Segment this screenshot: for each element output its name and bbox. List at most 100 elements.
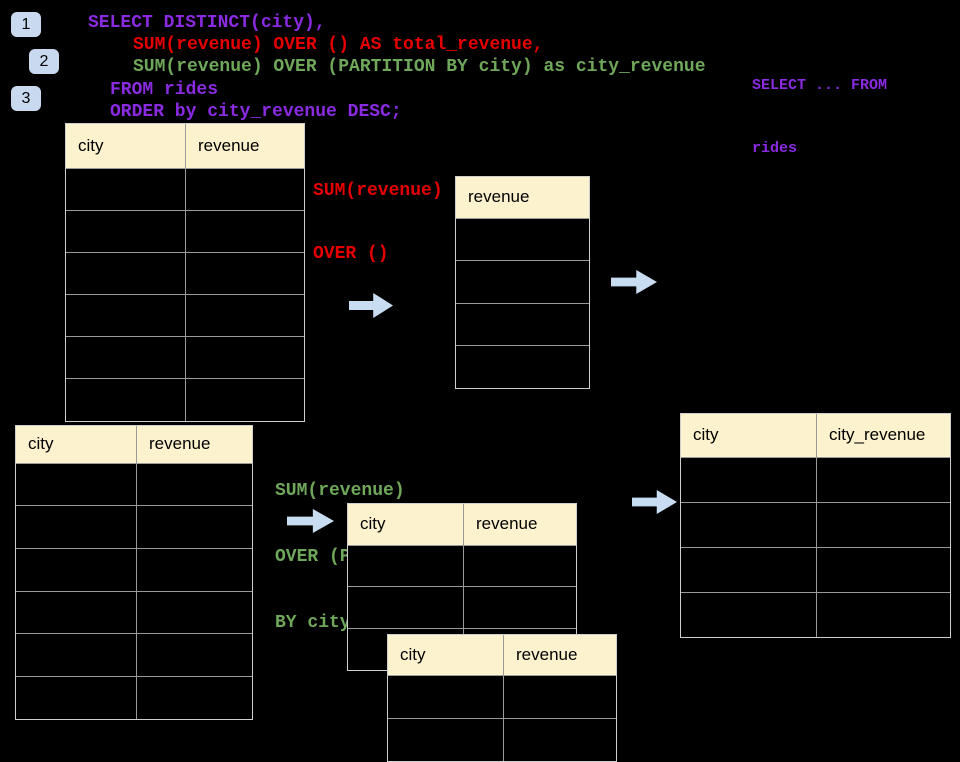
table-cell-empty [137, 506, 252, 548]
table-row [16, 547, 252, 591]
arrow-right-icon [611, 270, 657, 294]
table-cell-empty [456, 304, 589, 346]
table-row [388, 674, 616, 718]
annotation-line: SUM(revenue) [275, 481, 405, 501]
annotation-sum-over-empty: SUM(revenue) OVER () [313, 139, 443, 286]
table-row [16, 505, 252, 548]
column-header-city: city [16, 426, 137, 463]
table-cell-empty [186, 295, 304, 336]
sql-line-order-by: ORDER by city_revenue DESC; [110, 102, 402, 122]
table-cell-empty [66, 210, 186, 252]
table-cell-empty [186, 379, 304, 420]
table-cell-empty [681, 457, 817, 502]
table-row [16, 633, 252, 676]
table-cell-empty [388, 718, 504, 761]
table-cell-empty [464, 587, 576, 628]
table-cell-empty [137, 677, 252, 719]
table-row [456, 302, 589, 346]
table-cell-empty [348, 545, 464, 587]
table-cell-empty [137, 634, 252, 676]
column-header-revenue: revenue [504, 635, 616, 675]
table-row [681, 546, 950, 593]
table-cell-empty [504, 676, 616, 718]
table-row [16, 590, 252, 634]
table-total-revenue: revenue [455, 176, 590, 389]
table-row [66, 167, 304, 210]
table-row [66, 294, 304, 337]
sql-line-select-distinct: SELECT DISTINCT(city), [88, 13, 326, 33]
column-header-revenue: revenue [464, 504, 576, 545]
table-row [456, 217, 589, 261]
annotation-line: SUM(revenue) [313, 181, 443, 201]
table-cell-empty [66, 379, 186, 421]
table-row [456, 260, 589, 303]
table-cell-empty [16, 463, 137, 506]
table-cell-empty [464, 546, 576, 587]
table-row [66, 209, 304, 252]
table-cell-empty [16, 676, 137, 719]
table-cell-empty [456, 261, 589, 303]
table-cell-empty [137, 464, 252, 506]
table-cell-empty [504, 719, 616, 761]
column-header-revenue: revenue [456, 177, 589, 218]
sql-line-from: FROM rides [110, 80, 219, 100]
arrow-right-icon [349, 293, 393, 318]
table-cell-empty [186, 337, 304, 378]
table-cell-empty [137, 592, 252, 634]
table-row [16, 675, 252, 719]
table-row [66, 251, 304, 295]
sql-line-sum-over-partition: SUM(revenue) OVER (PARTITION BY city) as… [133, 57, 706, 77]
table-cell-empty [186, 211, 304, 252]
table-cell-empty [817, 548, 950, 592]
column-header-city_revenue: city_revenue [817, 414, 950, 457]
side-note-line-2: rides [752, 140, 798, 157]
column-header-city: city [348, 504, 464, 545]
table-cell-empty [388, 675, 504, 718]
sql-line-sum-over-total: SUM(revenue) OVER () AS total_revenue, [133, 35, 544, 55]
column-header-city: city [66, 124, 186, 168]
table-cell-empty [681, 593, 817, 638]
table-cell-empty [16, 506, 137, 548]
table-cell-empty [186, 169, 304, 210]
table-cell-empty [681, 502, 817, 547]
side-note-line-1: SELECT ... FROM [752, 77, 888, 94]
table-cell-empty [66, 295, 186, 337]
table-cell-empty [137, 549, 252, 591]
step-badge-2: 2 [29, 49, 59, 74]
step-badge-3: 3 [11, 86, 41, 111]
slide-canvas: { "colors": { "header_bg": "#FDF2CE", "a… [11, 12, 951, 762]
table-row [66, 336, 304, 379]
table-row [681, 456, 950, 502]
column-header-city: city [681, 414, 817, 457]
table-cell-empty [66, 168, 186, 210]
table-cell-empty [16, 548, 137, 591]
table-cell-empty [817, 593, 950, 637]
table-row [66, 378, 304, 421]
table-cell-empty [348, 587, 464, 628]
step-badge-1: 1 [11, 12, 41, 37]
table-cell-empty [456, 346, 589, 388]
table-row [388, 717, 616, 761]
table-row [681, 501, 950, 547]
annotation-line: OVER () [313, 244, 389, 264]
column-header-revenue: revenue [186, 124, 304, 168]
table-cell-empty [16, 634, 137, 676]
table-cell-empty [681, 547, 817, 593]
table-cell-empty [16, 591, 137, 634]
table-row [456, 345, 589, 388]
table-row [681, 592, 950, 638]
table-cell-empty [456, 219, 589, 261]
column-header-city: city [388, 635, 504, 675]
table-cell-empty [66, 252, 186, 295]
table-cell-empty [817, 503, 950, 547]
table-row [348, 544, 576, 587]
table-row [348, 586, 576, 628]
